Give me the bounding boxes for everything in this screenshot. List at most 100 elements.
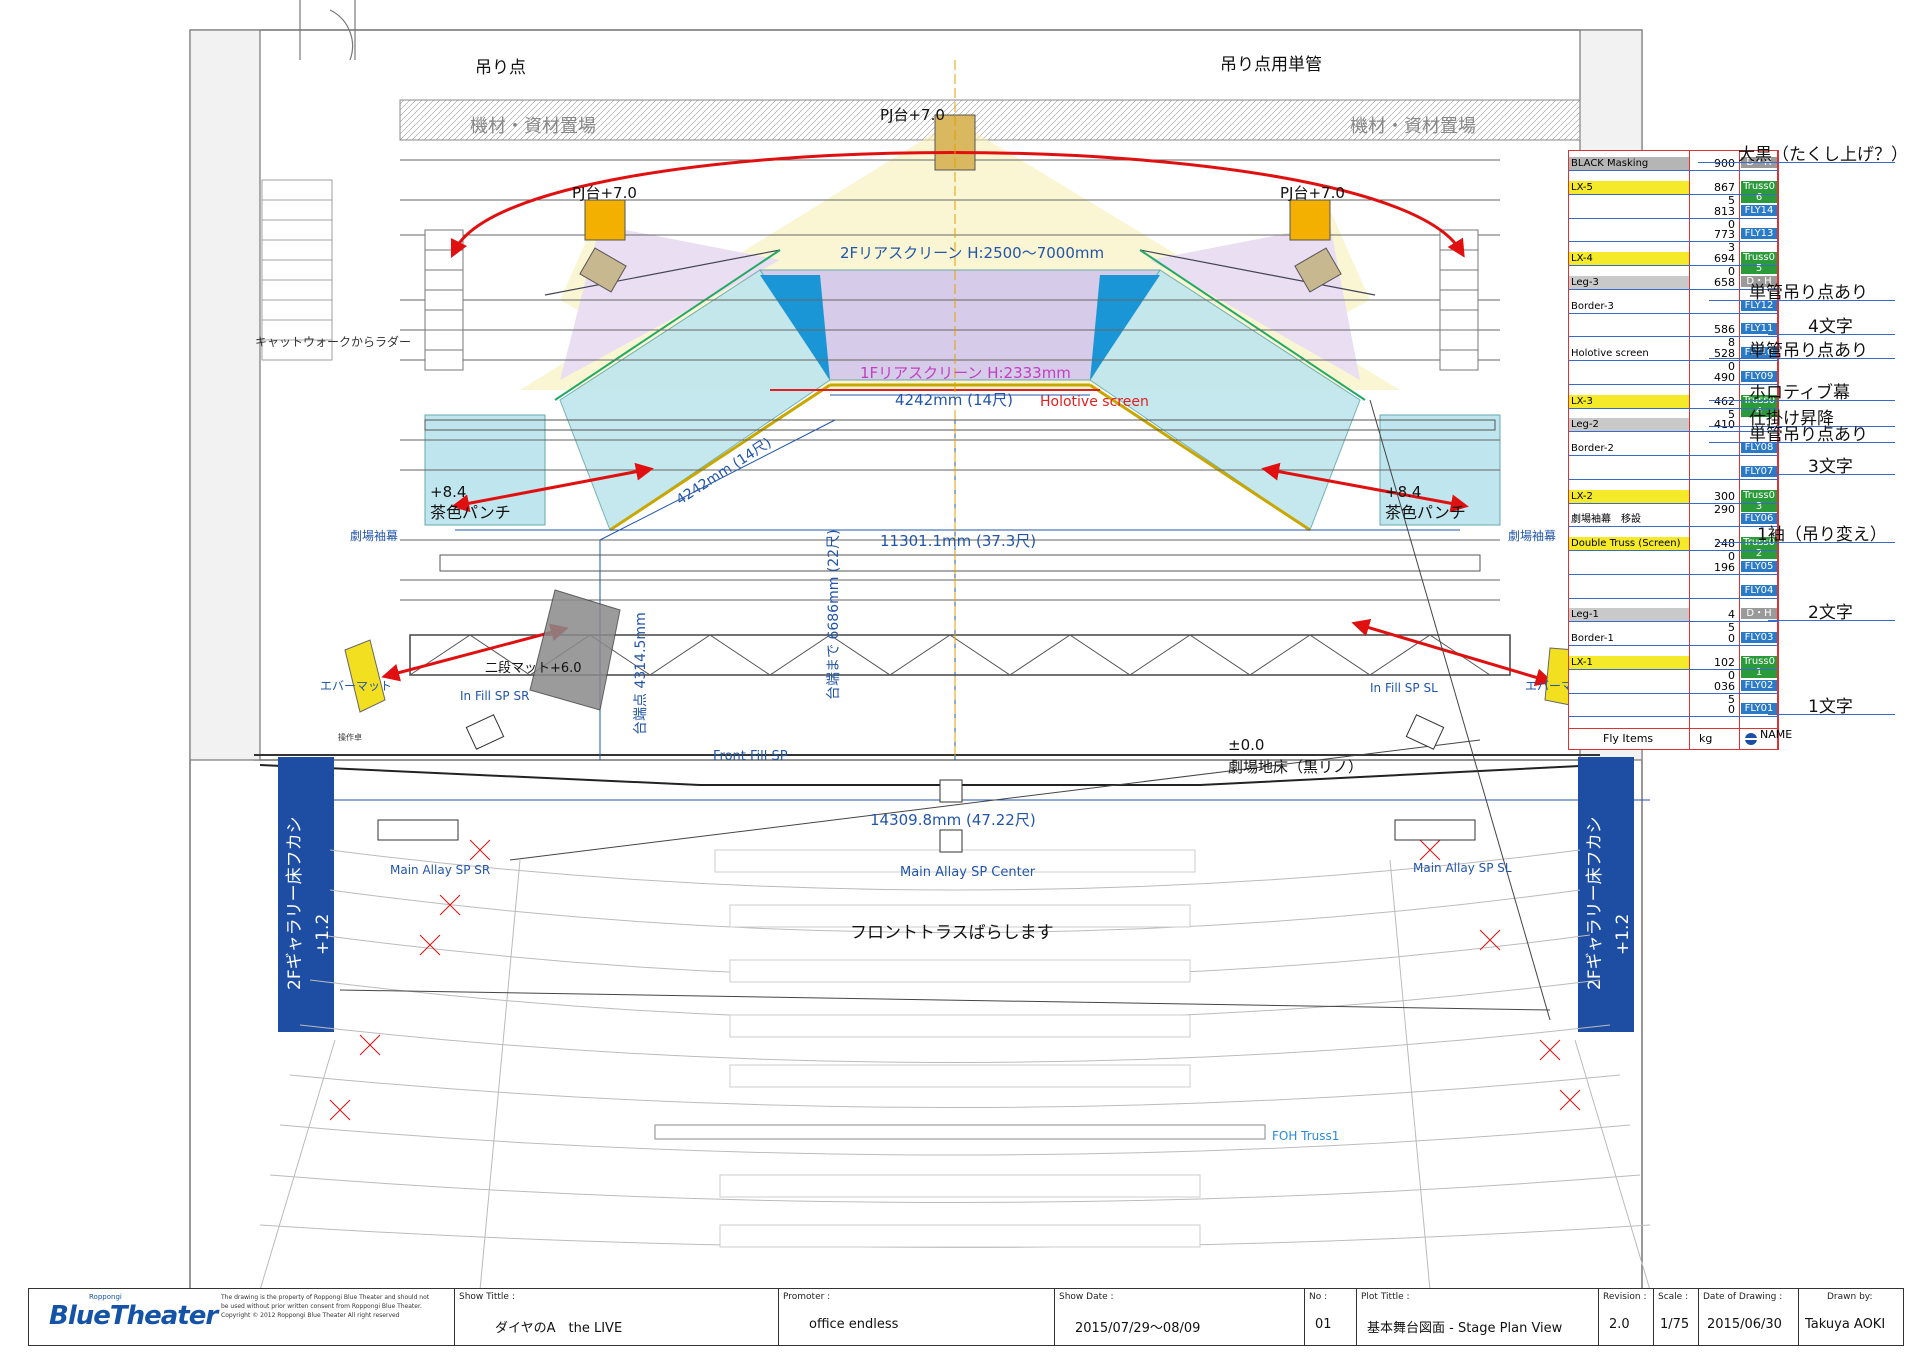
fly-row-tag: FLY01 bbox=[1741, 703, 1777, 715]
fly-header-items: Fly Items bbox=[1603, 732, 1654, 745]
fly-row-kg: 102 0 bbox=[1714, 655, 1735, 682]
fly-note-line bbox=[1768, 620, 1895, 621]
promoter: office endless bbox=[809, 1317, 899, 1332]
label-front-truss: フロントトラスばらします bbox=[850, 923, 1054, 943]
fly-row-tag: FLY05 bbox=[1741, 560, 1777, 572]
label-dim-14309: 14309.8mm (47.22尺) bbox=[870, 811, 1036, 829]
title-block: Roppongi BlueTheater The drawing is the … bbox=[28, 1288, 1904, 1346]
date-label: Date of Drawing : bbox=[1703, 1292, 1783, 1302]
label-gallery-right-2: +1.2 bbox=[1613, 914, 1633, 955]
fly-row-tag: FLY11 bbox=[1741, 323, 1777, 335]
fly-row-divider bbox=[1569, 668, 1778, 670]
fly-col-divider-1 bbox=[1689, 151, 1690, 749]
gallery-box-right bbox=[1578, 757, 1634, 1032]
label-gallery-right-1: 2Fギャラリー床フカシ bbox=[1585, 816, 1605, 990]
fly-row-divider bbox=[1569, 360, 1778, 361]
label-evermat-left: エバーマット bbox=[320, 679, 392, 693]
label-storage-left: 機材・資材置場 bbox=[470, 116, 596, 137]
fly-row-divider bbox=[1569, 597, 1778, 599]
fly-row-kg: 4 5 bbox=[1728, 608, 1735, 635]
label-console: 操作卓 bbox=[338, 732, 362, 742]
fly-row-tag: FLY10 bbox=[1741, 347, 1777, 358]
fly-row-tag: D・H bbox=[1741, 608, 1777, 620]
cell-revision: Revision : 2.0 bbox=[1598, 1289, 1653, 1345]
dandan-mat bbox=[529, 589, 621, 711]
swing-arrow bbox=[450, 151, 1465, 259]
fly-row-divider bbox=[1569, 455, 1778, 456]
seat-blocks bbox=[654, 849, 1266, 1248]
fly-row-divider bbox=[1569, 193, 1778, 195]
label-floor: 劇場地床（黒リノ） bbox=[1228, 758, 1363, 776]
no: 01 bbox=[1315, 1317, 1332, 1332]
label-infill-sl: In Fill SP SL bbox=[1370, 681, 1438, 695]
scale-label: Scale : bbox=[1658, 1292, 1689, 1302]
logo: BlueTheater bbox=[49, 1301, 218, 1331]
fly-row-tag: FLY13 bbox=[1741, 228, 1777, 240]
fly-row-tag: Truss0 5 bbox=[1741, 252, 1777, 274]
label-punch-left: 茶色パンチ bbox=[430, 503, 511, 522]
fly-note-line bbox=[1768, 714, 1895, 715]
fly-note: 大黒（たくし上げ？） bbox=[1738, 145, 1908, 165]
show-date: 2015/07/29〜08/09 bbox=[1075, 1321, 1201, 1336]
fly-row-kg: 462 5 bbox=[1714, 394, 1735, 421]
fly-row-kg: 0 bbox=[1728, 703, 1735, 717]
show-title: ダイヤのA the LIVE bbox=[495, 1321, 623, 1336]
fly-note-line bbox=[1709, 300, 1895, 301]
fly-row-divider bbox=[1569, 170, 1778, 171]
cell-scale: Scale : 1/75 bbox=[1653, 1289, 1698, 1345]
fly-row-divider bbox=[1569, 716, 1778, 718]
fly-row-divider bbox=[1569, 502, 1778, 504]
fly-row-divider bbox=[1569, 312, 1778, 314]
fly-row-name: Leg-1 bbox=[1569, 608, 1689, 622]
arrow-evermat-right bbox=[1351, 618, 1554, 687]
fly-col-divider-3 bbox=[1777, 151, 1778, 749]
label-dim-4314: 台端点 4314.5mm bbox=[633, 612, 649, 735]
stage-front bbox=[259, 764, 1601, 786]
fly-row-divider bbox=[1569, 336, 1778, 338]
scale: 1/75 bbox=[1660, 1317, 1690, 1332]
fly-note-line bbox=[1709, 400, 1895, 401]
fly-row-name: Border-2 bbox=[1571, 443, 1614, 454]
label-dim-6686: 台端まで 6686mm (22尺) bbox=[826, 529, 842, 700]
drawn: Takuya AOKI bbox=[1805, 1317, 1886, 1332]
cell-date: Date of Drawing : 2015/06/30 bbox=[1698, 1289, 1798, 1345]
legal-text: The drawing is the property of Roppongi … bbox=[221, 1294, 430, 1319]
fly-row-name: LX-2 bbox=[1569, 489, 1689, 503]
fly-row-divider bbox=[1569, 573, 1778, 575]
cell-no: No : 01 bbox=[1304, 1289, 1356, 1345]
fly-row-kg: 528 0 bbox=[1714, 347, 1735, 373]
label-hanging-pipe: 吊り点用単管 bbox=[1220, 55, 1322, 75]
label-zero-level: ±0.0 bbox=[1228, 736, 1264, 754]
fly-row-kg: 410 bbox=[1714, 418, 1735, 432]
label-main-sr: Main Allay SP SR bbox=[390, 863, 490, 877]
label-curtain-right: 劇場袖幕 bbox=[1508, 528, 1556, 543]
fly-row-kg: 773 3 bbox=[1714, 228, 1735, 255]
drawn-label: Drawn by: bbox=[1827, 1292, 1873, 1302]
fly-row-kg: 586 8 bbox=[1714, 323, 1735, 350]
label-hanging-point: 吊り点 bbox=[475, 58, 526, 78]
fly-note: 2文字 bbox=[1808, 603, 1853, 623]
fly-col-divider-2 bbox=[1739, 151, 1740, 749]
stairs-left bbox=[261, 179, 333, 361]
arrow-evermat-left bbox=[381, 623, 569, 682]
logo-sub: Roppongi bbox=[89, 1293, 122, 1301]
fly-note-line bbox=[1709, 442, 1895, 443]
label-level-left: +8.4 bbox=[430, 483, 466, 501]
no-label: No : bbox=[1309, 1292, 1328, 1302]
plot-title-label: Plot Tittle : bbox=[1361, 1292, 1410, 1302]
fly-note: ホロティブ幕 bbox=[1749, 383, 1850, 403]
fly-row-name: Leg-2 bbox=[1569, 418, 1689, 432]
fly-row-tag: FLY04 bbox=[1741, 584, 1777, 596]
fly-row-tag: Truss0 3 bbox=[1741, 489, 1777, 512]
label-holotive: Holotive screen bbox=[1040, 394, 1149, 410]
fly-row-kg: 036 5 bbox=[1714, 679, 1735, 706]
label-main-sl: Main Allay SP SL bbox=[1413, 861, 1512, 875]
fly-row-tag: FLY06 bbox=[1741, 513, 1777, 525]
cell-drawn: Drawn by: Takuya AOKI bbox=[1798, 1289, 1905, 1345]
fly-row-tag: FLY02 bbox=[1741, 679, 1777, 691]
fly-row-name: LX-4 bbox=[1569, 252, 1689, 265]
fly-row-tag: Truss0 1 bbox=[1741, 655, 1777, 678]
label-dim-11301: 11301.1mm (37.3尺) bbox=[880, 532, 1036, 550]
removed-seats bbox=[329, 839, 1581, 1121]
